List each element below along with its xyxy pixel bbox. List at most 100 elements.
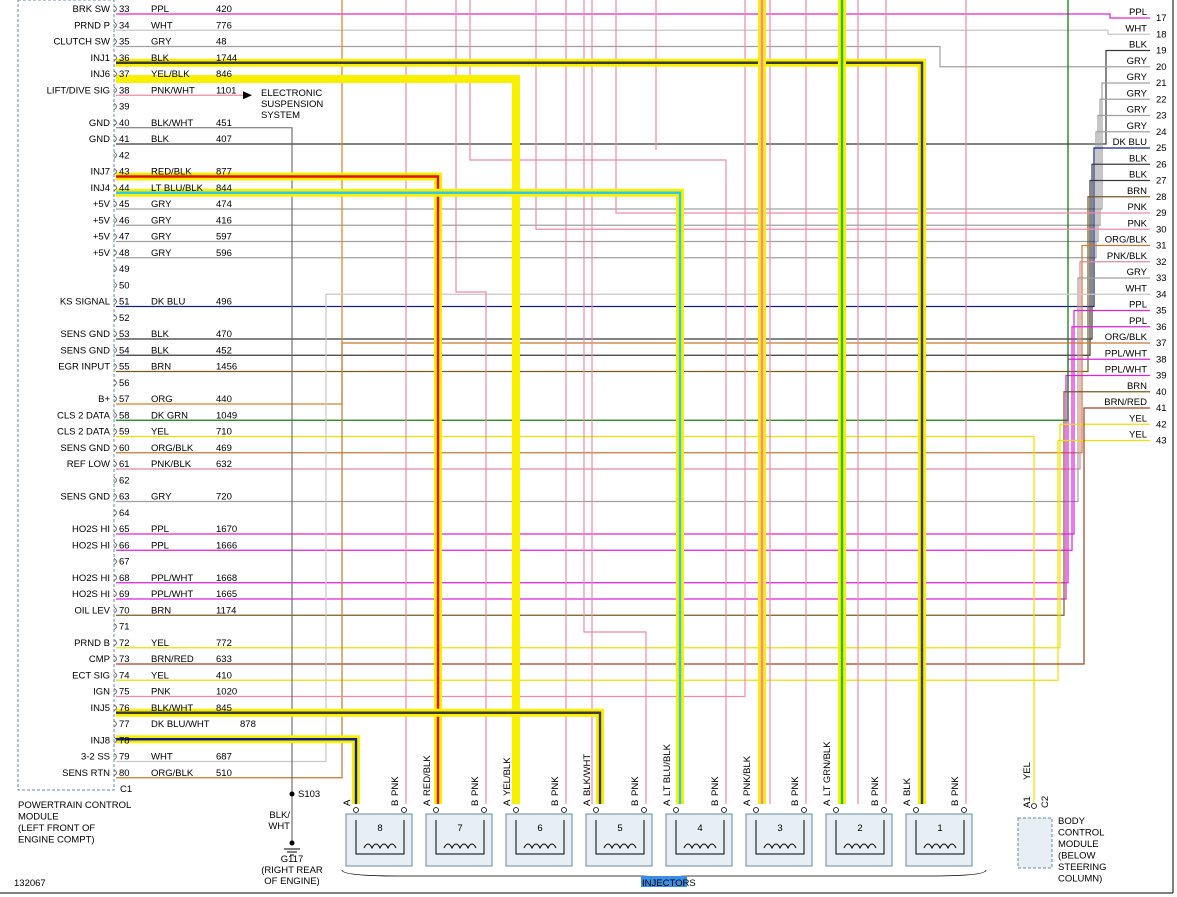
pin-function-79: 3-2 SS bbox=[81, 752, 110, 763]
pin-terminal-37 bbox=[113, 70, 117, 78]
splice-s103-dot bbox=[289, 791, 295, 797]
pin-wire-color-72: YEL bbox=[151, 638, 169, 649]
injector-coil-1 bbox=[923, 843, 957, 850]
pin-circuit-45: 474 bbox=[216, 199, 232, 210]
wire-pin-70-to-terminal-40 bbox=[116, 391, 1150, 616]
pin-function-78: INJ8 bbox=[90, 735, 110, 746]
right-terminal-number-30: 30 bbox=[1156, 224, 1167, 235]
bcm-box bbox=[1017, 817, 1053, 869]
pin-number-78: 78 bbox=[119, 735, 130, 746]
pin-number-34: 34 bbox=[119, 20, 130, 31]
right-wire-label-39: PPL/WHT bbox=[1105, 365, 1147, 376]
pin-terminal-66 bbox=[113, 541, 117, 549]
right-wire-label-28: BRN bbox=[1127, 186, 1147, 197]
pin-number-57: 57 bbox=[119, 394, 130, 405]
pin-terminal-71 bbox=[113, 623, 117, 630]
ground-g117-label: (RIGHT REAR bbox=[261, 865, 323, 876]
right-wire-label-31: ORG/BLK bbox=[1105, 235, 1148, 246]
wire-injector-b-feed-2 bbox=[455, 0, 487, 804]
injector-number-7: 7 bbox=[457, 823, 462, 834]
injector-coil-frame-1 bbox=[915, 820, 965, 855]
pin-number-75: 75 bbox=[119, 687, 130, 698]
right-terminal-number-41: 41 bbox=[1156, 403, 1167, 414]
wire-pin-33-to-terminal-17 bbox=[116, 13, 1150, 19]
pin-terminal-75 bbox=[113, 688, 117, 695]
pin-circuit-53: 470 bbox=[216, 329, 232, 340]
injector-a-wire-color-7: RED/BLK bbox=[422, 755, 433, 796]
pin-number-63: 63 bbox=[119, 492, 130, 503]
pin-wire-color-37: YEL/BLK bbox=[151, 69, 190, 80]
wire-pin-61-to-terminal-32 bbox=[116, 261, 1150, 470]
pin-terminal-42 bbox=[113, 151, 117, 159]
pin-terminal-39 bbox=[113, 103, 117, 110]
injector-pin-a-3 bbox=[753, 807, 759, 813]
pin-function-44: INJ4 bbox=[90, 183, 110, 194]
pin-circuit-66: 1666 bbox=[216, 540, 237, 551]
pin-function-66: HO2S HI bbox=[72, 540, 110, 551]
right-wire-label-38: PPL/WHT bbox=[1105, 348, 1147, 359]
injector-a-wire-color-3: PNK/BLK bbox=[742, 755, 753, 796]
pin-terminal-57 bbox=[113, 395, 117, 403]
right-wire-label-26: BLK bbox=[1129, 153, 1148, 164]
pin-function-60: SENS GND bbox=[60, 443, 110, 454]
pin-circuit-59: 710 bbox=[216, 427, 232, 438]
pin-terminal-63 bbox=[113, 493, 117, 500]
right-wire-label-29: PNK bbox=[1127, 202, 1147, 213]
circuit-inj4-core bbox=[116, 191, 682, 804]
pin-function-57: B+ bbox=[98, 394, 110, 405]
pin-terminal-55 bbox=[113, 363, 117, 370]
right-terminal-number-27: 27 bbox=[1156, 176, 1167, 187]
right-terminal-number-34: 34 bbox=[1156, 289, 1167, 300]
pin-circuit-65: 1670 bbox=[216, 524, 237, 535]
right-terminal-number-20: 20 bbox=[1156, 62, 1167, 73]
pin-circuit-44: 844 bbox=[216, 183, 232, 194]
injector-coil-5 bbox=[603, 843, 637, 850]
pin-terminal-72 bbox=[113, 639, 117, 647]
injector-pin-b-letter: B bbox=[390, 800, 401, 806]
injector-body-4 bbox=[665, 813, 733, 867]
injector-body-8 bbox=[345, 813, 413, 867]
right-terminal-number-25: 25 bbox=[1156, 143, 1167, 154]
bcm-wire-color-label: YEL bbox=[1022, 762, 1033, 780]
pin-wire-color-51: DK BLU bbox=[151, 297, 185, 308]
right-terminal-number-35: 35 bbox=[1156, 306, 1167, 317]
injector-number-1: 1 bbox=[937, 823, 942, 834]
right-wire-label-27: BLK bbox=[1129, 170, 1148, 181]
pin-function-68: HO2S HI bbox=[72, 573, 110, 584]
right-terminal-number-40: 40 bbox=[1156, 387, 1167, 398]
injector-pin-b-3 bbox=[801, 807, 807, 813]
right-terminal-number-29: 29 bbox=[1156, 208, 1167, 219]
pin-number-55: 55 bbox=[119, 362, 130, 373]
pin-circuit-63: 720 bbox=[216, 492, 232, 503]
pin-wire-color-69: PPL/WHT bbox=[151, 589, 193, 600]
ground-wire-color-label: BLK/ bbox=[269, 810, 290, 821]
wire-pin-80-to-terminal-37 bbox=[116, 342, 1150, 779]
pin-terminal-61 bbox=[113, 460, 117, 468]
injector-pin-b-letter: B bbox=[630, 800, 641, 806]
right-wire-label-35: PPL bbox=[1129, 300, 1147, 311]
injector-pin-b-letter: B bbox=[870, 800, 881, 806]
pin-terminal-41 bbox=[113, 135, 117, 143]
pin-circuit-79: 687 bbox=[216, 752, 232, 763]
pin-terminal-67 bbox=[113, 558, 117, 565]
injector-b-wire-color-4: PNK bbox=[710, 776, 721, 796]
ground-wire-color-label: WHT bbox=[268, 821, 290, 832]
pin-wire-color-36: BLK bbox=[151, 53, 170, 64]
circuit-inj5-core bbox=[116, 711, 602, 804]
pin-function-48: +5V bbox=[93, 248, 111, 259]
injector-pin-a-1 bbox=[913, 807, 919, 813]
right-wire-label-19: BLK bbox=[1129, 40, 1148, 51]
pin-terminal-76 bbox=[113, 704, 117, 712]
injector-pin-b-8 bbox=[401, 807, 407, 813]
splice-s103-label: S103 bbox=[298, 789, 320, 800]
bcm-name-line: BODY bbox=[1058, 816, 1086, 827]
injector-b-wire-color-2: PNK bbox=[870, 776, 881, 796]
pin-number-44: 44 bbox=[119, 183, 130, 194]
pin-function-33: BRK SW bbox=[73, 4, 111, 15]
injector-b-wire-color-3: PNK bbox=[790, 776, 801, 796]
pin-circuit-77: 878 bbox=[240, 719, 256, 730]
wire-pin-68-to-terminal-38 bbox=[116, 358, 1150, 584]
pin-number-64: 64 bbox=[119, 508, 130, 519]
